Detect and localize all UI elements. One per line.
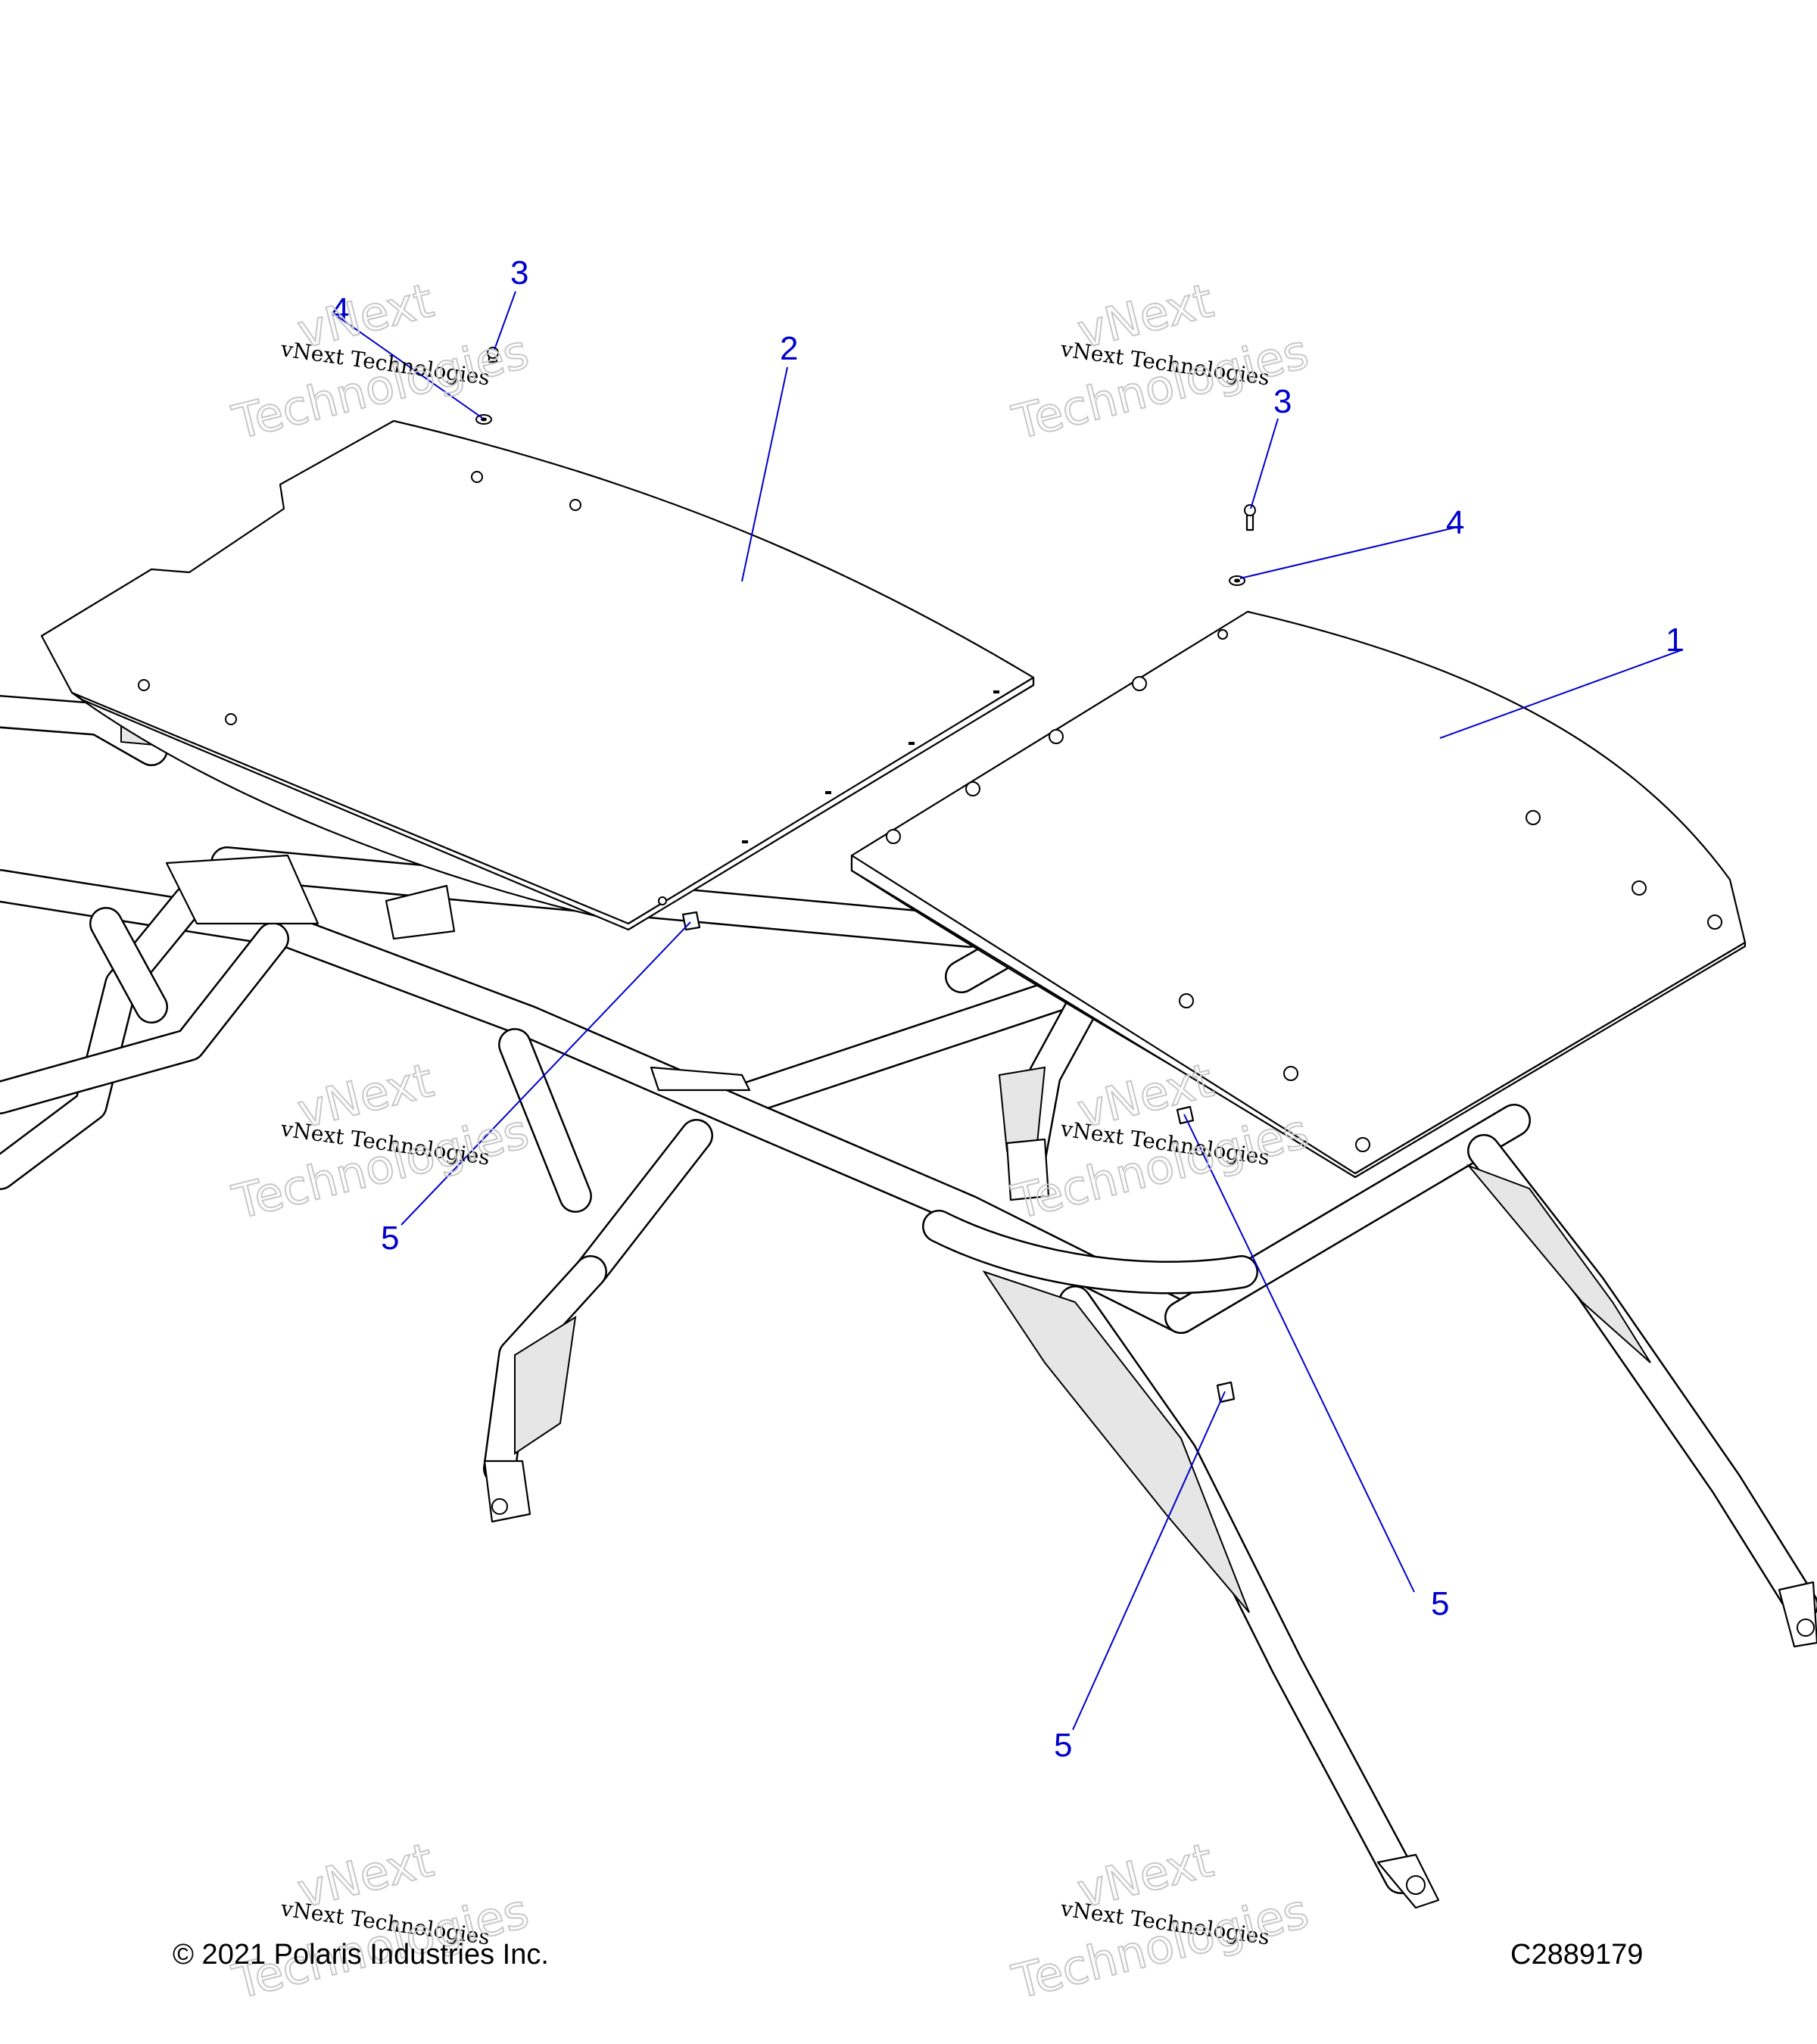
callout-5-bottom: 5 xyxy=(1054,1727,1072,1764)
watermark-big: vNext xyxy=(292,1052,438,1139)
watermark-big: vNext xyxy=(1072,1832,1218,1919)
watermark-big: Technologies xyxy=(1007,323,1314,450)
roof-panel-front xyxy=(850,610,1747,1179)
roof-panel-rear xyxy=(40,419,1035,931)
watermark-big: vNext xyxy=(1072,273,1218,360)
callout-5-right: 5 xyxy=(1431,1585,1449,1622)
watermark-big: Technologies xyxy=(1007,1883,1314,2009)
footer: © 2021 Polaris Industries Inc. C2889179 xyxy=(173,1939,1643,1971)
watermark-big: Technologies xyxy=(227,1103,534,1229)
callout-2: 2 xyxy=(780,330,798,367)
callout-5-left: 5 xyxy=(381,1220,399,1257)
callout-3-right: 3 xyxy=(1273,383,1292,420)
figure-id: C2889179 xyxy=(1510,1939,1643,1971)
callouts: 1 2 3 3 4 4 5 5 5 xyxy=(331,254,1684,1764)
roll-cage-frame xyxy=(0,695,1817,1909)
callout-3-left: 3 xyxy=(510,254,528,291)
watermark-big: vNext xyxy=(1072,1052,1218,1139)
callout-4-right: 4 xyxy=(1446,504,1464,541)
watermark-big: vNext xyxy=(292,273,438,360)
callout-4-left: 4 xyxy=(331,291,349,329)
callout-1: 1 xyxy=(1666,622,1684,659)
copyright-text: © 2021 Polaris Industries Inc. xyxy=(173,1939,549,1971)
watermark-big: vNext xyxy=(292,1832,438,1919)
leader-lines xyxy=(337,291,1684,1731)
